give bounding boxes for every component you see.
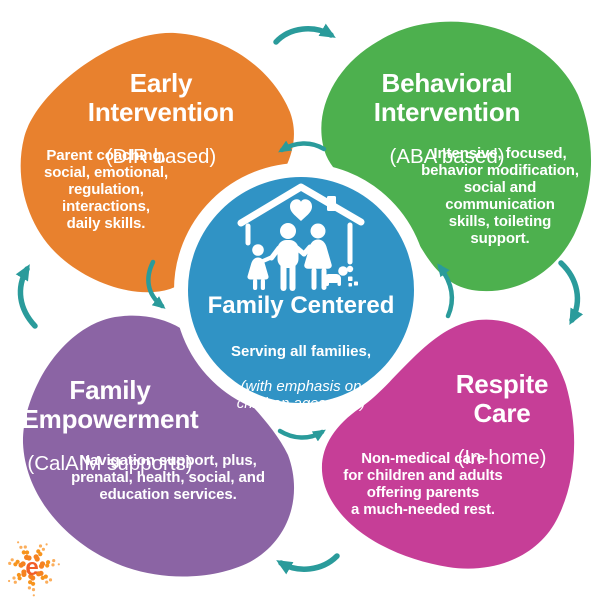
- early-intervention-subtitle: (DIR based): [105, 145, 217, 169]
- behavioral-intervention-body: Intensive, focused, behavior modificatio…: [421, 145, 579, 248]
- outer-arrow-bottom: [276, 553, 340, 575]
- girl-head: [252, 244, 264, 256]
- family-centered-subtitle: Serving all families,: [230, 343, 372, 360]
- baby-limb: [325, 278, 329, 286]
- logo: e: [8, 541, 60, 597]
- toy-block: [354, 281, 358, 286]
- baby-limb: [337, 278, 341, 286]
- cycle-arrows: [15, 23, 584, 575]
- woman-leg: [311, 268, 317, 290]
- heart-icon: [290, 199, 312, 221]
- family-empowerment-body: Navigation support, plus, prenatal, heal…: [71, 452, 265, 504]
- woman-leg: [321, 268, 327, 290]
- girl-leg: [260, 279, 265, 290]
- baby-head: [338, 266, 348, 276]
- woman-head: [310, 223, 326, 239]
- outer-arrow-right: [558, 260, 584, 325]
- right-wall-dot: [346, 265, 354, 273]
- girl-leg: [253, 279, 258, 290]
- house-family-icon: [237, 183, 365, 291]
- behavioral-intervention-subtitle: (ABA based): [389, 145, 505, 169]
- family-centered-emphasis: (with emphasis on children ages 0-10): [236, 378, 366, 413]
- family-centered-title: Family Centered: [207, 292, 395, 319]
- inner-arrow-right: [437, 263, 455, 319]
- outer-arrow-top: [273, 23, 336, 45]
- respite-care-title: Respite Care: [455, 369, 549, 428]
- early-intervention-label: Early Intervention (DIR based): [51, 51, 271, 187]
- man-leg: [289, 262, 296, 291]
- respite-care-body: Non-medical care for children and adults…: [343, 450, 503, 519]
- man-leg: [280, 262, 287, 291]
- woman-arm: [301, 244, 313, 257]
- inner-arrow-top: [278, 140, 327, 153]
- family-centered-description: Serving all families, (with emphasis on …: [191, 325, 411, 430]
- outer-arrow-left: [15, 264, 38, 329]
- logo-letter: e: [25, 554, 38, 581]
- behavioral-intervention-label: Behavioral Intervention (ABA based): [337, 51, 557, 187]
- family-empowerment-label: Family Empowerment (CalAIM supports): [10, 358, 210, 494]
- family-empowerment-title: Family Empowerment: [21, 375, 199, 434]
- man-head: [280, 223, 296, 239]
- early-intervention-title: Early Intervention: [87, 68, 235, 127]
- logo-sunburst-dots: [8, 541, 60, 597]
- toy-block: [348, 276, 353, 281]
- respite-care-label: Respite Care (In-home): [402, 352, 600, 488]
- family-centered-circle: [174, 163, 428, 417]
- toy-block: [348, 283, 352, 287]
- girl-dress: [247, 257, 269, 280]
- inner-arrow-left: [146, 259, 166, 309]
- man-torso: [277, 240, 299, 268]
- behavioral-intervention-title: Behavioral Intervention: [373, 68, 521, 127]
- family-empowerment-subtitle: (CalAIM supports): [27, 452, 193, 476]
- inner-arrow-bottom: [277, 428, 326, 442]
- early-intervention-body: Parent coaching, social, emotional, regu…: [43, 147, 169, 233]
- man-arm: [269, 245, 282, 261]
- respite-care-blob: [321, 319, 575, 569]
- respite-care-subtitle: (In-home): [457, 446, 547, 470]
- behavioral-intervention-blob: [321, 21, 592, 292]
- roof-icon: [237, 183, 365, 227]
